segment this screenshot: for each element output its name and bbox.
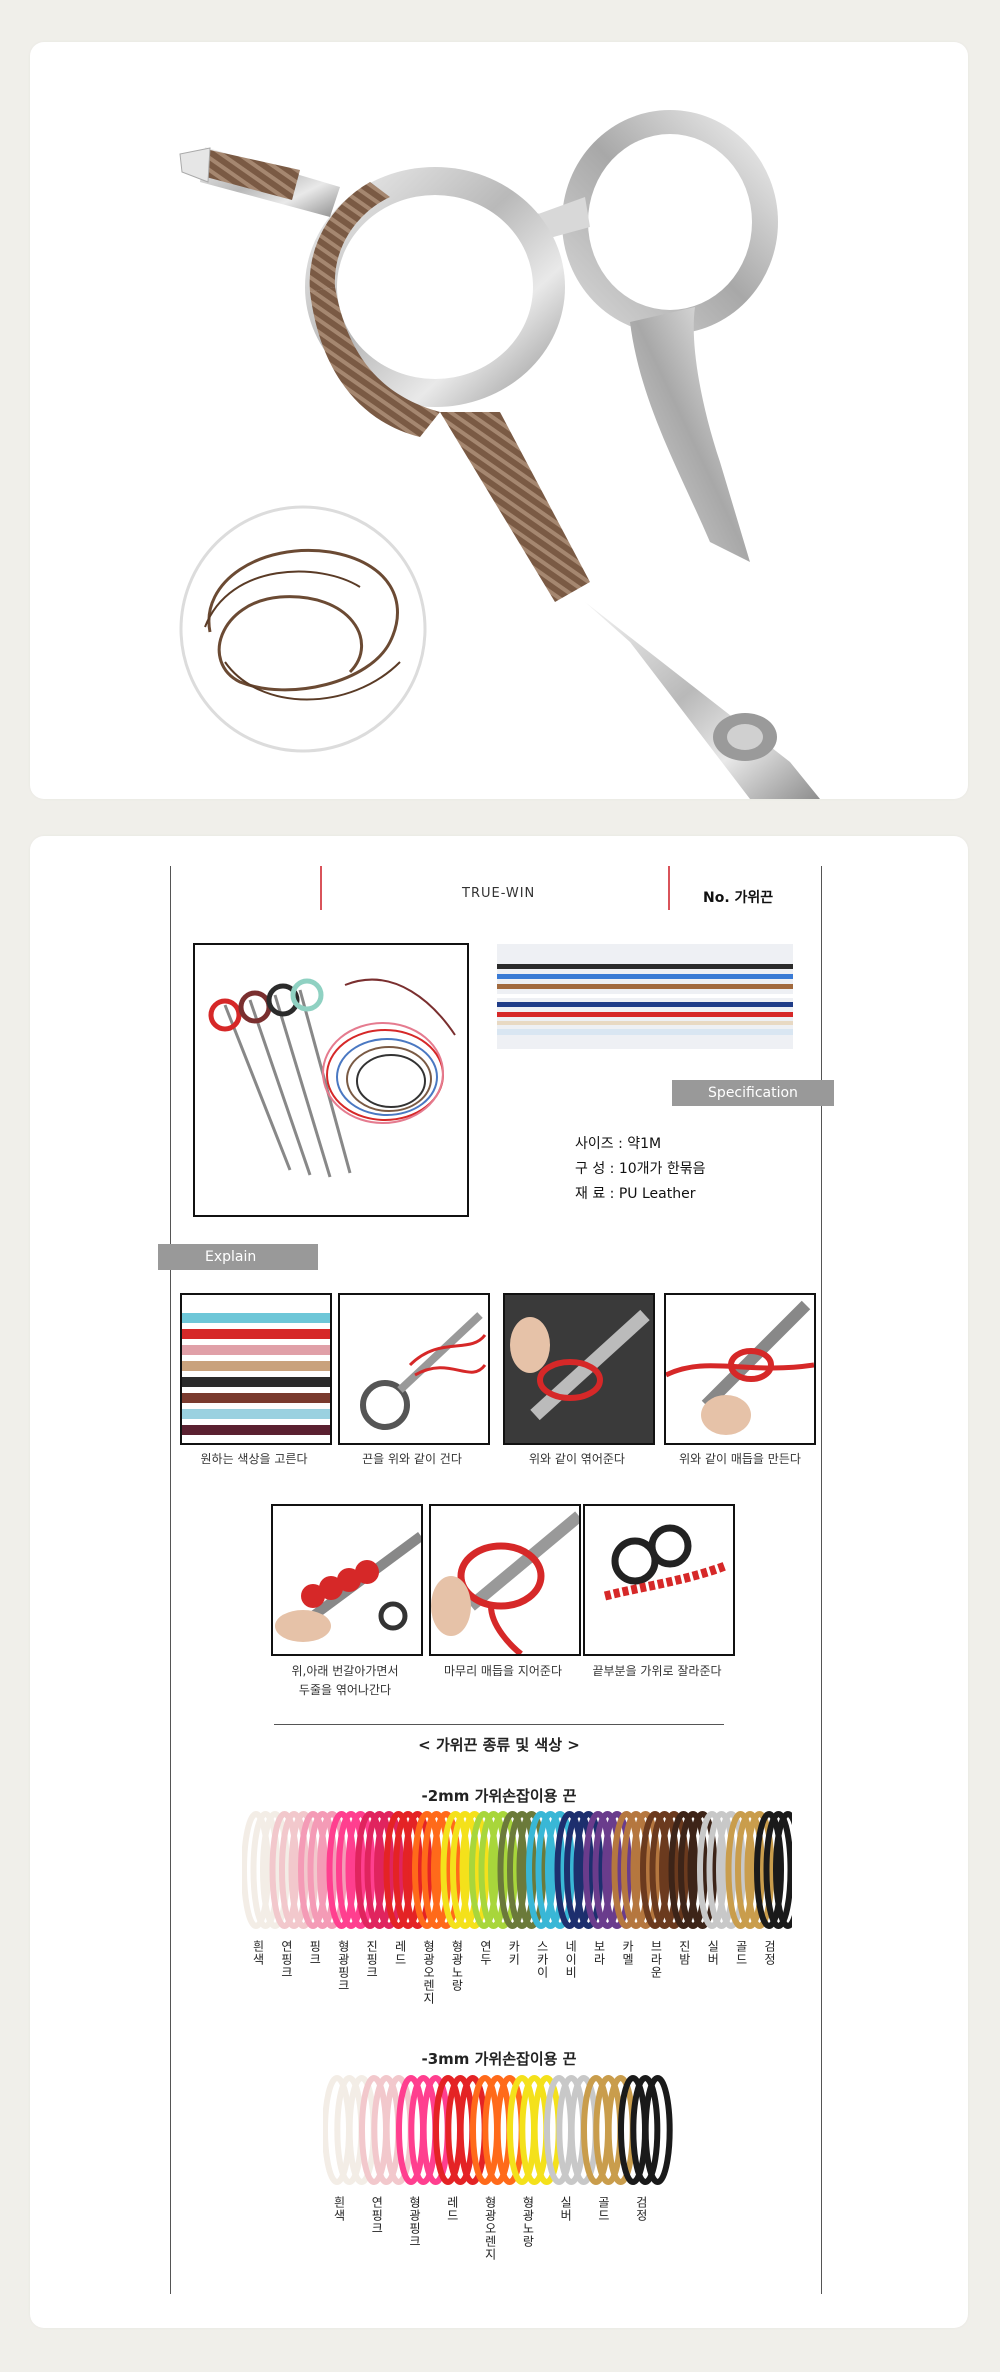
step-5-caption: 위,아래 번갈아가면서 두줄을 엮어나간다 bbox=[256, 1662, 434, 1700]
step-6-caption: 마무리 매듭을 지어준다 bbox=[443, 1664, 563, 1678]
step-5-caption-line-2: 두줄을 엮어나간다 bbox=[298, 1683, 392, 1697]
color-label: 레드 bbox=[445, 2196, 460, 2222]
color-section-title: < 가위끈 종류 및 색상 > bbox=[418, 1736, 580, 1754]
explain-tag: Explain bbox=[158, 1244, 318, 1270]
scissors-hero-image bbox=[179, 110, 820, 799]
color-label: 진핑크 bbox=[364, 1940, 379, 1979]
color-ring bbox=[469, 1811, 518, 1929]
color-ring bbox=[326, 1811, 376, 1929]
color-label: 핑크 bbox=[307, 1940, 322, 1966]
color-ring bbox=[412, 1811, 461, 1929]
header-divider-right bbox=[668, 866, 670, 910]
scissors-with-cords-image bbox=[193, 943, 469, 1217]
hero-image-card bbox=[30, 42, 968, 799]
color-label: 형광핑크 bbox=[336, 1940, 351, 1992]
detail-sheet-frame bbox=[170, 866, 822, 2294]
color-label: 레드 bbox=[393, 1940, 408, 1966]
color-label: 검정 bbox=[762, 1940, 777, 1966]
right-ring-handle bbox=[521, 110, 778, 562]
color-label: 골드 bbox=[734, 1940, 749, 1966]
product-number: No. 가위끈 bbox=[703, 890, 774, 906]
step-3-image bbox=[503, 1293, 655, 1445]
color-ring bbox=[697, 1811, 746, 1929]
color-label: 보라 bbox=[592, 1940, 607, 1966]
color-label: 골드 bbox=[596, 2196, 611, 2222]
color-ring bbox=[554, 1811, 604, 1929]
mm3-color-swatches bbox=[323, 2075, 673, 2185]
color-label: 진밤 bbox=[677, 1940, 692, 1966]
color-ring bbox=[526, 1811, 575, 1929]
color-ring bbox=[725, 1811, 775, 1929]
color-ring bbox=[383, 1811, 433, 1929]
step-5-caption-line-1: 위,아래 번갈아가면서 bbox=[291, 1664, 399, 1678]
cord-inset-circle bbox=[179, 505, 427, 753]
color-label: 형광오렌지 bbox=[421, 1940, 436, 2005]
specification-tag: Specification bbox=[672, 1080, 834, 1106]
color-label: 검정 bbox=[634, 2196, 649, 2222]
step-4-image bbox=[664, 1293, 816, 1445]
header-divider-left bbox=[320, 866, 322, 910]
spec-composition: 구 성 : 10개가 한묶음 bbox=[575, 1161, 706, 1177]
step-1-caption: 원하는 색상을 고른다 bbox=[200, 1452, 308, 1466]
color-ring bbox=[355, 1811, 404, 1929]
section-divider bbox=[274, 1724, 724, 1725]
color-ring bbox=[298, 1811, 347, 1929]
step-2-image bbox=[338, 1293, 490, 1445]
color-ring bbox=[668, 1811, 718, 1929]
mm2-color-swatches bbox=[242, 1811, 792, 1929]
color-label: 연두 bbox=[478, 1940, 493, 1966]
color-label: 스카이 bbox=[535, 1940, 550, 1979]
color-label: 연핑크 bbox=[369, 2196, 384, 2235]
wrapped-ring-handle bbox=[179, 147, 590, 602]
step-4-caption: 위와 같이 매듭을 만든다 bbox=[679, 1452, 801, 1466]
color-ring bbox=[611, 1811, 661, 1929]
color-label: 형광오렌지 bbox=[483, 2196, 498, 2261]
product-detail-card: TRUE-WIN No. 가위끈 bbox=[30, 836, 968, 2328]
cord-color-strands-image bbox=[497, 944, 793, 1049]
step-7-image bbox=[583, 1504, 735, 1656]
color-label: 형광노랑 bbox=[449, 1940, 464, 1992]
color-ring bbox=[583, 1811, 632, 1929]
mm2-cord-title: -2mm 가위손잡이용 끈 bbox=[421, 1787, 577, 1805]
brand-name: TRUE-WIN bbox=[462, 886, 536, 901]
color-label: 카키 bbox=[506, 1940, 521, 1966]
step-1-image bbox=[180, 1293, 332, 1445]
color-ring bbox=[754, 1811, 792, 1929]
color-label: 흰색 bbox=[251, 1940, 265, 1966]
step-6-image bbox=[429, 1504, 581, 1656]
color-ring bbox=[497, 1811, 547, 1929]
spec-material: 재 료 : PU Leather bbox=[575, 1186, 696, 1202]
step-5-image bbox=[271, 1504, 423, 1656]
color-label: 흰색 bbox=[332, 2196, 346, 2222]
color-label: 카멜 bbox=[620, 1940, 635, 1966]
color-label: 네이비 bbox=[563, 1940, 578, 1979]
mm3-color-labels: 흰색 연핑크 형광핑크 레드 형광오렌지 형광노랑 실버 골드 검정 bbox=[323, 2196, 663, 2316]
color-ring bbox=[618, 2075, 673, 2185]
mm2-color-labels: 흰색 연핑크 핑크 형광핑크 진핑크 레드 형광오렌지 형광노랑 연두 카키 스카이 네이비 보라 카멜 브… bbox=[242, 1940, 782, 2070]
step-7-caption: 끝부분을 가위로 잘라준다 bbox=[592, 1664, 722, 1678]
color-ring bbox=[640, 1811, 689, 1929]
color-label: 연핑크 bbox=[279, 1940, 294, 1979]
step-2-caption: 끈을 위와 같이 건다 bbox=[362, 1452, 462, 1466]
color-label: 실버 bbox=[705, 1940, 720, 1966]
color-label: 브라운 bbox=[648, 1940, 663, 1979]
mm3-cord-title: -3mm 가위손잡이용 끈 bbox=[421, 2050, 577, 2068]
scissors-blade bbox=[585, 602, 820, 799]
color-label: 형광핑크 bbox=[407, 2196, 422, 2248]
color-ring bbox=[242, 1811, 290, 1929]
step-3-caption: 위와 같이 엮어준다 bbox=[529, 1452, 625, 1466]
color-ring bbox=[440, 1811, 490, 1929]
color-label: 실버 bbox=[558, 2196, 573, 2222]
color-label: 형광노랑 bbox=[520, 2196, 535, 2248]
color-ring bbox=[269, 1811, 319, 1929]
spec-size: 사이즈 : 약1M bbox=[575, 1136, 662, 1152]
